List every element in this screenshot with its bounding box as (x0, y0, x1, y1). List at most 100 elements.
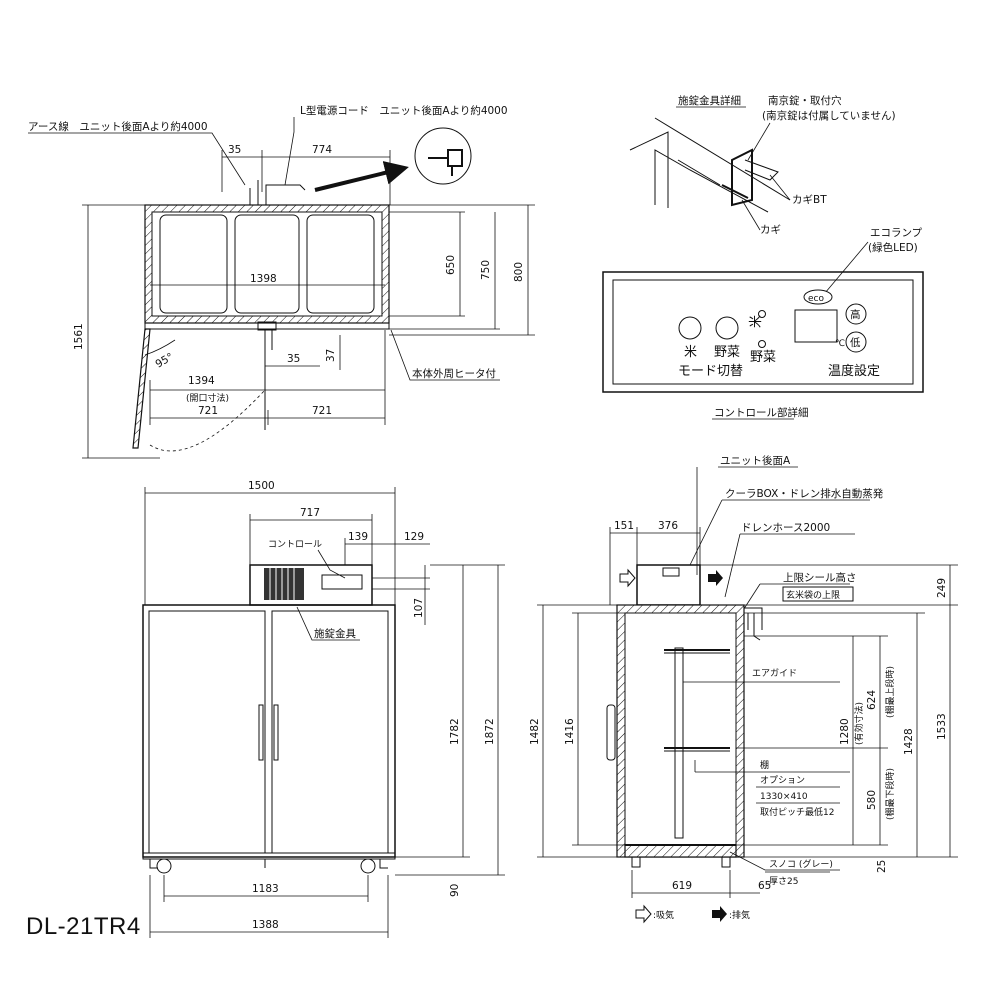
front-control-panel (321, 574, 363, 590)
lock-detail: 施錠金具詳細 南京錠・取付穴 (南京錠は付属していません) カギBT カギ (629, 94, 896, 236)
temp-high-label: 高 (850, 308, 861, 321)
vegetable-mode-button[interactable] (715, 316, 739, 340)
opening-note: (開口寸法) (186, 392, 229, 404)
thickness-label: 厚さ25 (769, 876, 798, 887)
hook-label: カギ (760, 224, 781, 236)
upper-limit-seal-label: 上限シール高さ (783, 571, 857, 584)
dim-1388: 1388 (252, 919, 279, 931)
mode-switch-label: モード切替 (678, 364, 743, 379)
dim-1183: 1183 (252, 883, 279, 895)
padlock-note-2: (南京錠は付属していません) (762, 109, 896, 122)
dim-717: 717 (300, 507, 320, 519)
temp-unit: ℃ (835, 339, 845, 349)
shelf-label: 棚 (760, 759, 769, 771)
intake-legend-icon (635, 904, 652, 924)
dim-1782: 1782 (449, 718, 461, 745)
dim-1280: 1280 (839, 718, 851, 745)
dim-1394: 1394 (188, 375, 215, 387)
dim-619: 619 (672, 880, 692, 892)
effective-dim-note: (有効寸法) (853, 702, 865, 745)
dim-151: 151 (614, 520, 634, 532)
dim-1872: 1872 (484, 718, 496, 745)
right-door-handle[interactable] (273, 704, 279, 761)
dim-65: 65 (758, 880, 771, 892)
air-guide-label: エアガイド (752, 668, 797, 679)
exhaust-arrow-icon (708, 570, 723, 586)
dim-249: 249 (936, 578, 948, 598)
dim-1482: 1482 (529, 718, 541, 745)
shelf-pitch: 取付ピッチ最低12 (760, 806, 834, 818)
hook-bt-label: カギBT (792, 194, 827, 206)
dim-580: 580 (866, 790, 878, 810)
temp-low-label: 低 (850, 336, 861, 349)
intake-arrow-icon (619, 568, 636, 588)
unit-rear-a-label: ユニット後面A (720, 454, 791, 467)
lock-hardware-label: 施錠金具 (314, 627, 356, 640)
exhaust-legend: :排気 (729, 909, 750, 921)
rice-indicator-led (758, 310, 766, 318)
dim-107: 107 (413, 598, 425, 618)
dim-1533: 1533 (936, 713, 948, 740)
eco-badge-text: eco (808, 294, 824, 304)
temp-high-button[interactable] (845, 303, 867, 325)
exhaust-legend-icon (712, 906, 727, 922)
dim-1398: 1398 (250, 273, 277, 285)
rice-mode-button[interactable] (678, 316, 702, 340)
dim-721-left: 721 (198, 405, 218, 417)
temperature-display (794, 309, 838, 343)
vegetable-indicator-led (758, 340, 766, 348)
dim-35-top: 35 (228, 144, 241, 156)
cooler-box-label: クーラBOX・ドレン排水自動蒸発 (725, 487, 884, 500)
dim-37: 37 (325, 349, 337, 362)
rice-indicator-label: 米 (749, 315, 764, 328)
lock-detail-title: 施錠金具詳細 (678, 94, 741, 107)
left-door-handle[interactable] (258, 704, 264, 761)
temp-low-button[interactable] (845, 331, 867, 353)
temp-setting-label: 温度設定 (828, 363, 880, 379)
dim-90: 90 (449, 884, 461, 897)
dim-1428: 1428 (903, 728, 915, 755)
rice-bag-limit-label: 玄米袋の上限 (786, 589, 840, 601)
vegetable-button-label: 野菜 (714, 345, 740, 360)
dim-129: 129 (404, 531, 424, 543)
bottom-shelf-note: (棚最下段時) (884, 768, 896, 820)
drain-hose-label: ドレンホース2000 (741, 522, 830, 534)
intake-legend: :吸気 (653, 909, 674, 921)
earth-wire-label: アース線 ユニット後面Aより約4000 (28, 120, 208, 133)
dim-650: 650 (445, 255, 457, 275)
top-shelf-note: (棚最上段時) (884, 666, 896, 718)
dim-35-bottom: 35 (287, 353, 300, 365)
eco-lamp-note: (緑色LED) (868, 241, 918, 254)
power-cord-label: L型電源コード ユニット後面Aより約4000 (300, 104, 508, 117)
padlock-note-1: 南京錠・取付穴 (768, 94, 842, 107)
vegetable-indicator-label: 野菜 (750, 350, 776, 365)
eco-badge (803, 289, 833, 305)
side-handle[interactable] (606, 704, 616, 761)
slatted-floor-label: スノコ (グレー) (769, 858, 833, 870)
dim-25-right: 25 (876, 860, 888, 873)
dim-721-right: 721 (312, 405, 332, 417)
dim-95deg: 95° (154, 351, 176, 371)
model-number: DL-21TR4 (26, 913, 141, 940)
side-view: ユニット後面A クーラBOX・ドレン排水自動蒸発 ドレンホース2000 151 … (529, 454, 958, 924)
eco-lamp-label: エコランプ (870, 227, 923, 239)
dim-774: 774 (312, 144, 332, 156)
dim-139: 139 (348, 531, 368, 543)
dim-376: 376 (658, 520, 678, 532)
front-view: 1500 717 139 129 コントロール 107 施錠金具 (142, 480, 505, 938)
option-label: オプション (760, 775, 805, 786)
dim-1500: 1500 (248, 480, 275, 492)
dim-624: 624 (866, 690, 878, 710)
control-panel: エコランプ (緑色LED) eco 米 野菜 米 野菜 モード切替 ℃ 高 低 … (602, 227, 924, 420)
dim-750: 750 (480, 260, 492, 280)
top-view: アース線 ユニット後面Aより約4000 L型電源コード ユニット後面Aより約40… (28, 104, 535, 459)
heater-note: 本体外周ヒータ付 (412, 367, 496, 380)
dim-800: 800 (513, 262, 525, 282)
shelf-size: 1330×410 (760, 792, 808, 802)
control-label: コントロール (268, 540, 322, 550)
dim-1416: 1416 (564, 718, 576, 745)
rice-button-label: 米 (684, 345, 697, 360)
dim-1561: 1561 (73, 323, 85, 350)
control-detail-caption: コントロール部詳細 (714, 406, 809, 419)
